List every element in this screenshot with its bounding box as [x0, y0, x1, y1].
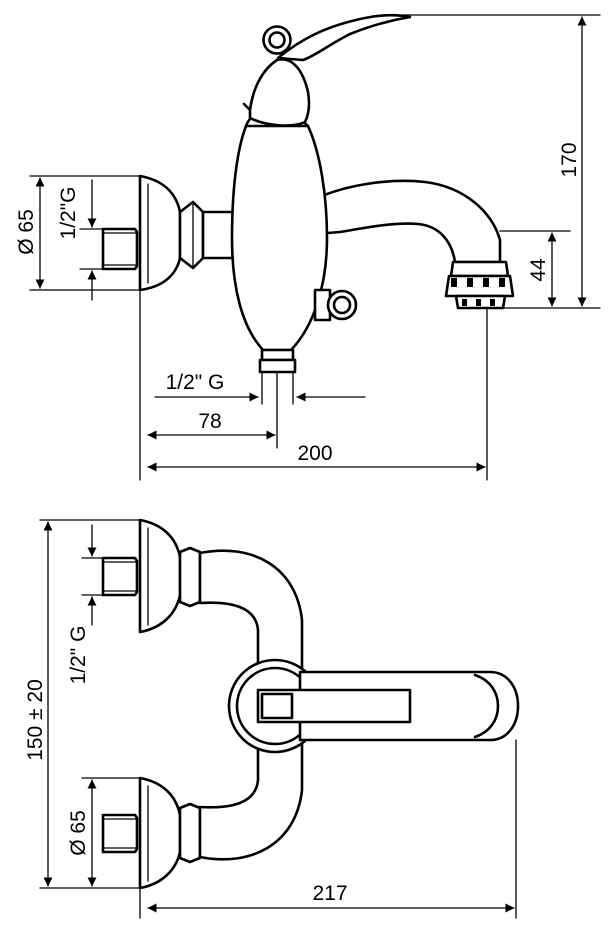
top-view: 150 ± 20 1/2" G Ø 65 217 [24, 518, 520, 919]
dim-inlet-thread: 1/2"G [57, 187, 80, 240]
outlet-connector [258, 348, 297, 374]
valve-body [230, 110, 329, 352]
inlet-connector [101, 227, 139, 271]
dim-total-projection: 200 [297, 442, 332, 465]
hex-nut [178, 200, 205, 270]
dim-height-overall: 170 [558, 142, 581, 177]
handle-cap [242, 58, 311, 127]
dim-top-inlet-diameter: Ø 65 [67, 810, 90, 856]
top-dimensions: 150 ± 20 1/2" G Ø 65 217 [24, 519, 517, 919]
dim-outlet-thread: 1/2" G [166, 371, 225, 394]
dim-outlet-offset: 78 [198, 410, 221, 433]
dim-center-distance: 150 ± 20 [24, 679, 47, 761]
dim-spout-height: 44 [527, 258, 550, 282]
upper-arm [178, 546, 304, 672]
dim-top-inlet-thread: 1/2" G [67, 626, 90, 685]
wall-rosette [138, 174, 182, 292]
side-view: 170 44 Ø 65 1/2"G 1/2" G [15, 13, 601, 481]
dim-total-width: 217 [312, 882, 347, 905]
dim-inlet-diameter: Ø 65 [15, 209, 38, 255]
spout [313, 179, 515, 310]
lower-rosette [101, 776, 182, 890]
upper-rosette [101, 518, 182, 634]
side-dimensions: 170 44 Ø 65 1/2"G 1/2" G [15, 14, 601, 481]
lever-handle [262, 13, 412, 62]
lower-arm [178, 740, 304, 864]
diverter-knob [313, 288, 358, 322]
central-body [227, 658, 520, 754]
